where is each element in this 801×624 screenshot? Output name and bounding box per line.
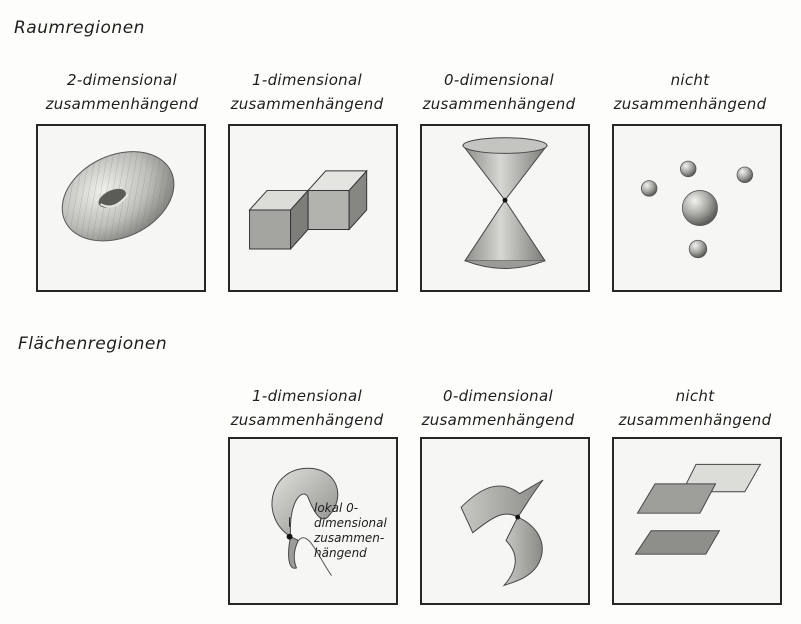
caption-0d-connected-surface: 0-dimensional zusammenhängend <box>421 387 575 429</box>
caption-1d-connected-surface: 1-dimensional zusammenhängend <box>230 387 384 429</box>
spheres-illustration <box>640 160 754 259</box>
cubes-illustration <box>248 169 368 251</box>
panel-two-cubes <box>228 124 398 292</box>
wavy-surface-illustration <box>460 479 544 587</box>
section-title-surface: Flächenregionen <box>18 334 168 354</box>
section-title-space: Raumregionen <box>14 18 145 38</box>
panel-torus <box>36 124 206 292</box>
twisted-band-illustration <box>271 467 339 576</box>
panel-wavy-surface <box>420 437 590 605</box>
caption-0d-connected-space: 0-dimensional zusammenhängend <box>422 71 576 113</box>
caption-not-connected-space: nicht zusammenhängend <box>613 71 767 113</box>
annotation-locally-0d: lokal 0- dimensional zusammen- hängend <box>314 501 387 560</box>
panel-spheres <box>612 124 782 292</box>
double-cone-illustration <box>462 137 548 270</box>
separate-squares-illustration <box>634 463 762 555</box>
torus-illustration <box>61 151 175 242</box>
panel-double-cone <box>420 124 590 292</box>
panel-twisted-band <box>228 437 398 605</box>
caption-1d-connected-space: 1-dimensional zusammenhängend <box>230 71 384 113</box>
caption-2d-connected: 2-dimensional zusammenhängend <box>45 71 199 113</box>
caption-not-connected-surface: nicht zusammenhängend <box>618 387 772 429</box>
panel-separate-squares <box>612 437 782 605</box>
